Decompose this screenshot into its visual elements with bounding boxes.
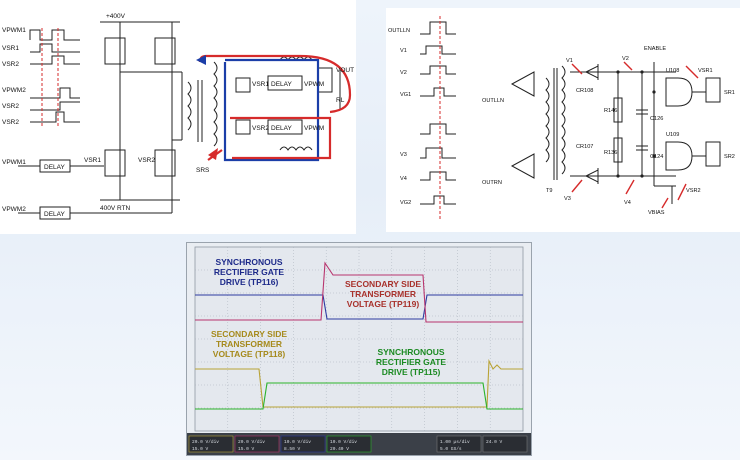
svg-text:DRIVE (TP115): DRIVE (TP115): [382, 367, 441, 377]
primary-secondary-schematic-drawing: +400V 400V RTN VPWM1 VSR1 VSR2 VPWM2 VSR…: [2, 13, 354, 220]
label-sync-gate-tp116: SYNCHRONOUS RECTIFIER GATE DRIVE (TP116): [214, 257, 285, 287]
label-v1: V1: [566, 58, 573, 64]
ch4-scale: 10.0 V/div: [330, 439, 357, 445]
svg-text:SECONDARY SIDE: SECONDARY SIDE: [345, 279, 421, 289]
label-sec-xfmr-tp118: SECONDARY SIDE TRANSFORMER VOLTAGE (TP11…: [211, 329, 287, 359]
ch1-offset: 15.0 V: [192, 446, 209, 452]
label-r146: R146: [604, 108, 617, 114]
svg-text:VOLTAGE (TP118): VOLTAGE (TP118): [213, 349, 286, 359]
delay-box-sec1-label: DELAY: [271, 81, 292, 88]
label-outrn: OUTRN: [482, 180, 502, 186]
oscilloscope-capture: SYNCHRONOUS RECTIFIER GATE DRIVE (TP116)…: [186, 242, 532, 456]
label-vsr1-gate: VSR1: [84, 157, 101, 164]
label-vsr1: VSR1: [2, 45, 19, 52]
label-v1-wave: V1: [400, 48, 407, 54]
label-vsr2: VSR2: [2, 61, 19, 68]
ch2-scale: 20.0 V/div: [238, 439, 265, 445]
label-c126: C126: [650, 116, 663, 122]
label-v3: V3: [564, 196, 571, 202]
label-v2-wave: V2: [400, 70, 407, 76]
label-cr107: CR107: [576, 144, 593, 150]
label-v4: V4: [624, 200, 631, 206]
label-vpwm2: VPWM2: [2, 87, 26, 94]
svg-text:RECTIFIER GATE: RECTIFIER GATE: [376, 357, 447, 367]
label-sr2: SR2: [724, 154, 735, 160]
label-enable: ENABLE: [644, 46, 666, 52]
svg-text:RECTIFIER GATE: RECTIFIER GATE: [214, 267, 285, 277]
label-vsr-a: VSR1: [252, 81, 269, 88]
primary-secondary-schematic: +400V 400V RTN VPWM1 VSR1 VSR2 VPWM2 VSR…: [0, 0, 356, 234]
label-r136: R136: [604, 150, 617, 156]
delay-box-sec2-label: DELAY: [271, 125, 292, 132]
label-rl: RL: [336, 97, 345, 104]
delay-box-2-label: DELAY: [44, 211, 65, 218]
label-vsr2-gate: VSR2: [138, 157, 155, 164]
label-vbias: VBIAS: [648, 210, 665, 216]
ch4-offset: 20.40 V: [330, 446, 349, 452]
timebase-readout: 1.00 µs/div 5.0 GS/s 24.0 V: [436, 435, 528, 453]
label-vout: VOUT: [336, 67, 354, 74]
label-vsr1: VSR1: [698, 68, 713, 74]
label-t9: T9: [546, 188, 553, 194]
label-u109: U109: [666, 132, 679, 138]
label-vsr1-b: VSR2: [2, 103, 19, 110]
trigger-level: 24.0 V: [486, 439, 503, 445]
label-vpwm1: VPWM1: [2, 27, 26, 34]
label-vsr2: VSR2: [686, 188, 701, 194]
label-outln-wave: OUTLLN: [388, 28, 410, 34]
label-vsr-b: VSR2: [252, 125, 269, 132]
svg-text:VOLTAGE (TP119): VOLTAGE (TP119): [347, 299, 420, 309]
label-sync-gate-tp115: SYNCHRONOUS RECTIFIER GATE DRIVE (TP115): [376, 347, 447, 377]
label-vpwm1-gate: VPWM1: [2, 159, 26, 166]
label-sec-xfmr-tp119: SECONDARY SIDE TRANSFORMER VOLTAGE (TP11…: [345, 279, 421, 309]
label-v2: V2: [622, 56, 629, 62]
label-srs: SRS: [196, 167, 210, 174]
label-cr108: CR108: [576, 88, 593, 94]
svg-text:DRIVE (TP116): DRIVE (TP116): [220, 277, 279, 287]
ch3-scale: 10.0 V/div: [284, 439, 311, 445]
label-vpwm-a: VPWM: [304, 81, 324, 88]
delay-box-1-label: DELAY: [44, 164, 65, 171]
ch2-offset: 15.0 V: [238, 446, 255, 452]
svg-text:TRANSFORMER: TRANSFORMER: [350, 289, 416, 299]
label-400v-rtn: 400V RTN: [100, 205, 131, 212]
label-v4-wave: V4: [400, 176, 407, 182]
ch1-scale: 20.0 V/div: [192, 439, 219, 445]
channel-readouts: 20.0 V/div 15.0 V 20.0 V/div 15.0 V 10.0…: [188, 435, 372, 453]
svg-text:SYNCHRONOUS: SYNCHRONOUS: [215, 257, 282, 267]
svg-text:SYNCHRONOUS: SYNCHRONOUS: [377, 347, 444, 357]
label-vsr2-b: VSR2: [2, 119, 19, 126]
timebase: 1.00 µs/div: [440, 439, 470, 445]
svg-text:SECONDARY SIDE: SECONDARY SIDE: [211, 329, 287, 339]
svg-text:TRANSFORMER: TRANSFORMER: [216, 339, 282, 349]
label-vpwm-b: VPWM: [304, 125, 324, 132]
label-plus400v: +400V: [106, 13, 126, 20]
label-vg2-wave: VG2: [400, 200, 411, 206]
self-driven-gate-schematic-drawing: OUTLLN V1 V2 VG1 V3 V4 VG2 OUTLLN OUTRN …: [388, 16, 735, 220]
ch3-offset: 8.50 V: [284, 446, 301, 452]
label-vg1-wave: VG1: [400, 92, 411, 98]
label-v3-wave: V3: [400, 152, 407, 158]
sample-rate: 5.0 GS/s: [440, 446, 462, 452]
self-driven-gate-schematic: OUTLLN V1 V2 VG1 V3 V4 VG2 OUTLLN OUTRN …: [386, 8, 740, 232]
label-vpwm2-gate: VPWM2: [2, 206, 26, 213]
label-u108: U108: [666, 68, 679, 74]
label-c124: C124: [650, 154, 663, 160]
label-sr1: SR1: [724, 90, 735, 96]
label-outln: OUTLLN: [482, 98, 504, 104]
oscilloscope-screen: SYNCHRONOUS RECTIFIER GATE DRIVE (TP116)…: [187, 246, 531, 455]
